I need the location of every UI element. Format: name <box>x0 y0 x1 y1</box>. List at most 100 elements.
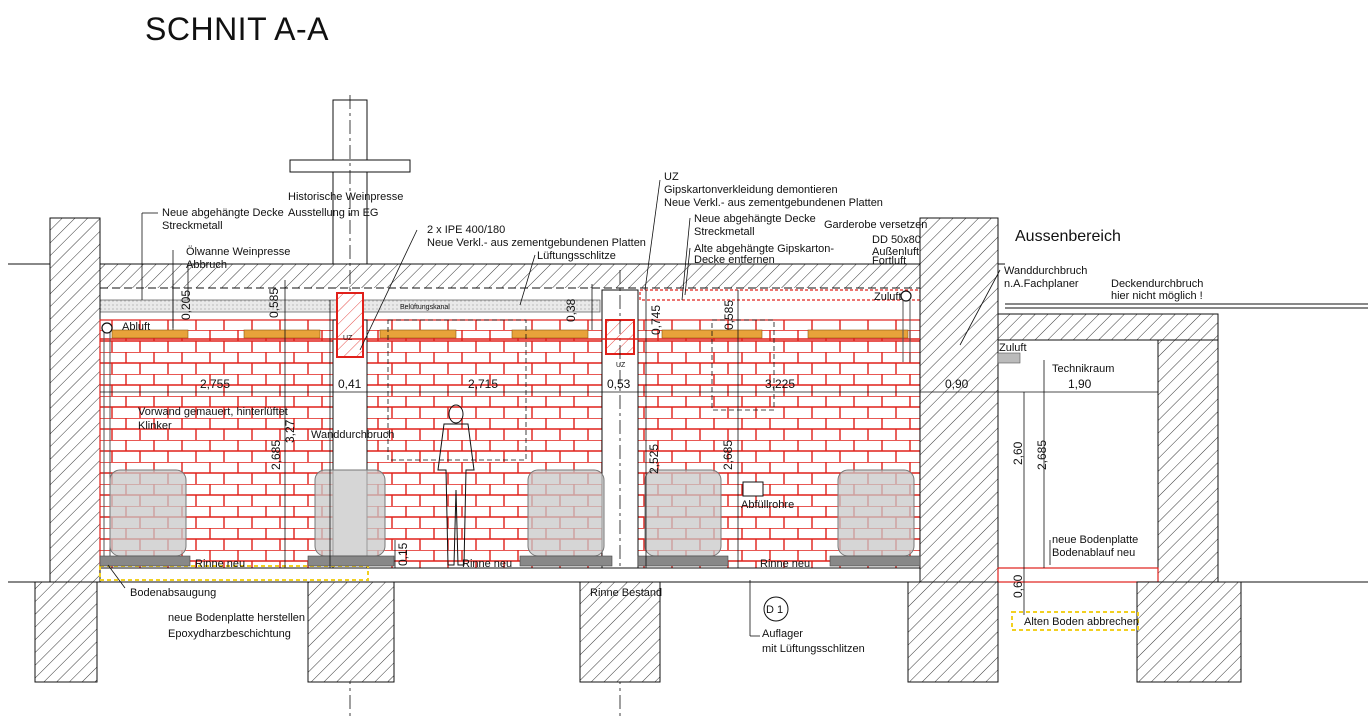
label-decke-2: Streckmetall <box>162 220 223 232</box>
dim-v-2525: 2,525 <box>647 444 661 474</box>
label-uz-mid: UZ <box>616 362 626 369</box>
dim-v-038: 0,38 <box>564 298 578 322</box>
label-neue-bp-2: Bodenablauf neu <box>1052 547 1135 559</box>
label-weinpresse-2: Ausstellung im EG <box>288 207 378 219</box>
dim-v-327: 3,27 <box>283 419 297 443</box>
dim-v-015: 0,15 <box>396 542 410 566</box>
floor-highlight <box>99 565 369 581</box>
foundation-5 <box>1136 581 1242 683</box>
dim-v-2685c: 2,685 <box>1035 440 1049 470</box>
label-zuluft-top: Zuluft <box>874 291 902 303</box>
beam-2 <box>243 329 321 339</box>
label-lueftung: Lüftungsschlitze <box>537 250 616 262</box>
tank-5 <box>829 469 921 567</box>
beam-4 <box>511 329 589 339</box>
abfuell-box <box>742 481 764 497</box>
label-decke-r1: Neue abgehängte Decke <box>694 213 816 225</box>
human-figure <box>437 404 475 566</box>
leader-lines <box>107 179 1051 637</box>
dim-190: 1,90 <box>1068 377 1092 391</box>
label-decke-r2: Streckmetall <box>694 226 755 238</box>
drawing-title: SCHNIT A-A <box>145 11 329 47</box>
technik-floor <box>997 567 1159 583</box>
beam-6 <box>807 329 909 339</box>
label-uz-top: UZ <box>664 171 679 183</box>
dim-053: 0,53 <box>607 377 631 391</box>
beam-1 <box>111 329 189 339</box>
right-wall <box>919 217 999 583</box>
label-weinpresse-1: Historische Weinpresse <box>288 191 403 203</box>
foundation-1 <box>34 581 98 683</box>
dim-v-0585a: 0,585 <box>267 288 281 318</box>
dim-090: 0,90 <box>945 377 969 391</box>
technik-ceiling <box>997 313 1219 341</box>
tank-1 <box>99 469 191 567</box>
label-auflager-1: Auflager <box>762 628 803 640</box>
label-abbruch: Abbruch <box>186 259 227 271</box>
label-oelwanne: Ölwanne Weinpresse <box>186 246 290 258</box>
label-alten-boden: Alten Boden abbrechen <box>1024 616 1139 628</box>
detail-marker <box>763 596 789 622</box>
label-rinne-1: Rinne neu <box>195 558 245 570</box>
label-rinne-3: Rinne neu <box>760 558 810 570</box>
technik-wall <box>1157 339 1219 583</box>
label-decke-1: Neue abgehängte Decke <box>162 207 284 219</box>
foundation-3 <box>579 581 661 683</box>
label-abfuell: Abfüllrohre <box>741 499 794 511</box>
dim-3225: 3,225 <box>765 377 795 391</box>
label-rinne-bestand: Rinne Bestand <box>590 587 662 599</box>
label-alte-2: Decke entfernen <box>694 254 775 266</box>
beam-3 <box>379 329 457 339</box>
dim-041: 0,41 <box>338 377 362 391</box>
zuluft-inlet <box>997 352 1021 364</box>
label-garderobe: Garderobe versetzen <box>824 219 927 231</box>
foundation-4 <box>907 581 999 683</box>
dashed-opening-1 <box>387 319 527 461</box>
dashed-opening-2 <box>711 319 775 411</box>
label-gips-1: Gipskartonverkleidung demontieren <box>664 184 838 196</box>
label-d1: D 1 <box>766 604 783 616</box>
tank-3 <box>519 469 613 567</box>
brick-wall-main <box>99 319 921 573</box>
ipe-beam <box>336 292 364 358</box>
duct-label: Belüftungskanal <box>400 304 450 311</box>
label-decken-1: Deckendurchbruch <box>1111 278 1203 290</box>
label-ipe: 2 x IPE 400/180 <box>427 224 505 236</box>
zuluft-pipe-icon <box>900 290 912 302</box>
label-dd-1: DD 50x80 <box>872 234 921 246</box>
alten-boden-box <box>1011 611 1139 631</box>
abluft-pipe-icon <box>101 322 113 334</box>
label-neue-bp-1: neue Bodenplatte <box>1052 534 1138 546</box>
label-rinne-2: Rinne neu <box>462 558 512 570</box>
dim-v-0585b: 0,585 <box>722 300 736 330</box>
dim-v-060: 0,60 <box>1011 574 1025 598</box>
label-dd-3: Fortluft <box>872 255 906 267</box>
label-wand-1: Wanddurchbruch <box>1004 265 1087 277</box>
dim-v-0745: 0,745 <box>649 305 663 335</box>
dim-v-2685b: 2,685 <box>721 440 735 470</box>
label-vorwand-1: Vorwand gemauert, hinterlüftet <box>138 406 288 418</box>
left-wall <box>49 217 101 583</box>
label-bodenplatte-1: neue Bodenplatte herstellen <box>168 612 305 624</box>
label-gips-2: Neue Verkl.- aus zementgebundenen Platte… <box>664 197 883 209</box>
dim-v-2685a: 2,685 <box>269 440 283 470</box>
dim-v-260: 2,60 <box>1011 441 1025 465</box>
label-bodenplatte-2: Epoxydharzbeschichtung <box>168 628 291 640</box>
tank-4 <box>637 469 729 567</box>
label-uz-left: UZ <box>343 335 353 342</box>
dim-v-0205: 0,205 <box>179 290 193 320</box>
label-auflager-2: mit Lüftungsschlitzen <box>762 643 865 655</box>
foundation-2 <box>307 581 395 683</box>
label-aussenbereich: Aussenbereich <box>1015 228 1121 245</box>
label-zuluft: Zuluft <box>999 342 1027 354</box>
label-technikraum: Technikraum <box>1052 363 1114 375</box>
label-abluft: Abluft <box>122 321 150 333</box>
label-decken-2: hier nicht möglich ! <box>1111 290 1203 302</box>
dimension-lines <box>100 280 1158 615</box>
label-wanddurchbruch: Wanddurchbruch <box>311 429 394 441</box>
label-bodenabsaugung: Bodenabsaugung <box>130 587 216 599</box>
label-verkl: Neue Verkl.- aus zementgebundenen Platte… <box>427 237 646 249</box>
label-dd-2: Außenluft <box>872 246 919 258</box>
